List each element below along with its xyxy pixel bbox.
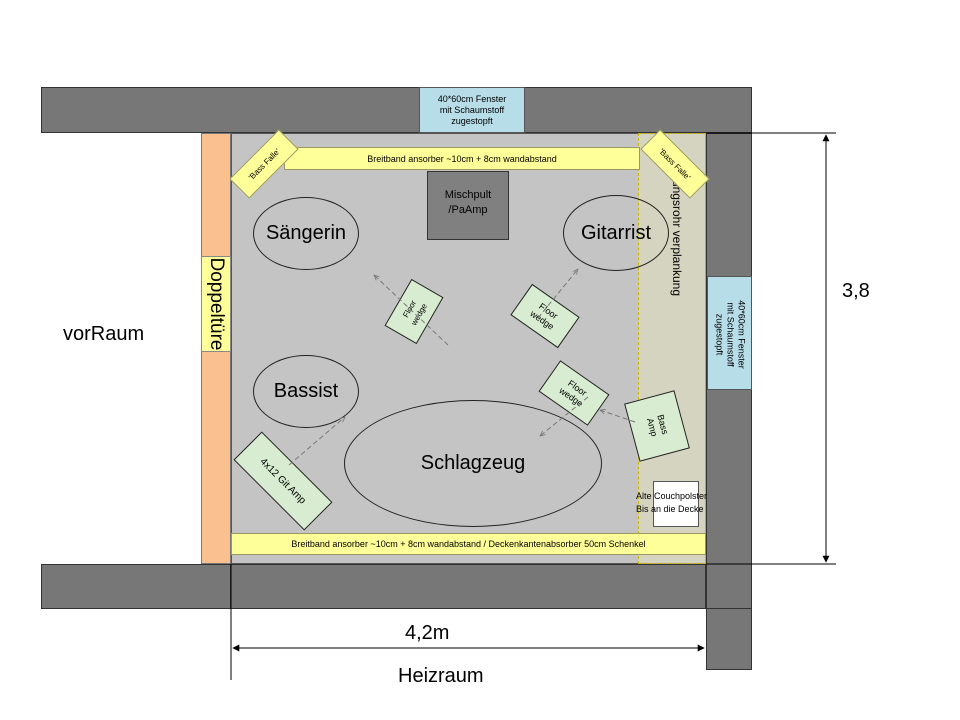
width-dimension-label: 4,2m [405, 622, 450, 644]
bassist-position: Bassist [253, 355, 359, 428]
wedge-3-arrow [540, 396, 589, 436]
top-wall [41, 87, 752, 133]
couch-cushions-label: Alte Couchpolster Bis an die Decke [636, 491, 708, 514]
wedge-2-arrow [537, 269, 578, 319]
singer-label: Sängerin [265, 222, 347, 244]
bottom-absorber: Breitband ansorber ~10cm + 8cm wandabsta… [231, 533, 706, 555]
drums-position: Schlagzeug [344, 400, 602, 527]
singer-position: Sängerin [253, 197, 359, 270]
top-window: 40*60cm Fenster mit Schaumstoff zugestop… [419, 87, 525, 133]
dimension-lines [230, 132, 836, 680]
speaker-direction-arrows [288, 269, 636, 466]
couch-cushions [653, 481, 699, 527]
right-wall [706, 133, 752, 670]
top-absorber: Breitband ansorber ~10cm + 8cm wandabsta… [284, 147, 640, 170]
mixer-label: Mischpult /PaAmp [444, 188, 492, 216]
wedge-1-arrow [374, 275, 449, 346]
right-wall-divider [706, 608, 752, 609]
bassist-label: Bassist [273, 380, 339, 402]
double-door-label-box [201, 256, 231, 352]
right-window: 40*60cm Fenster mit Schaumstoff zugestop… [707, 276, 752, 390]
guitarist-label: Gitarrist [581, 221, 651, 244]
drums-label: Schlagzeug [420, 452, 526, 474]
guitarist-position: Gitarrist [563, 195, 669, 271]
height-dimension-label: 3,8 [842, 280, 870, 302]
mixer: Mischpult /PaAmp [427, 171, 509, 240]
guitar-amp-arrow [288, 417, 345, 466]
bottom-wall [41, 564, 706, 609]
heizraum-label: Heizraum [398, 665, 484, 687]
bass-amp-arrow [600, 410, 636, 423]
vorraum-label: vorRaum [63, 323, 145, 345]
